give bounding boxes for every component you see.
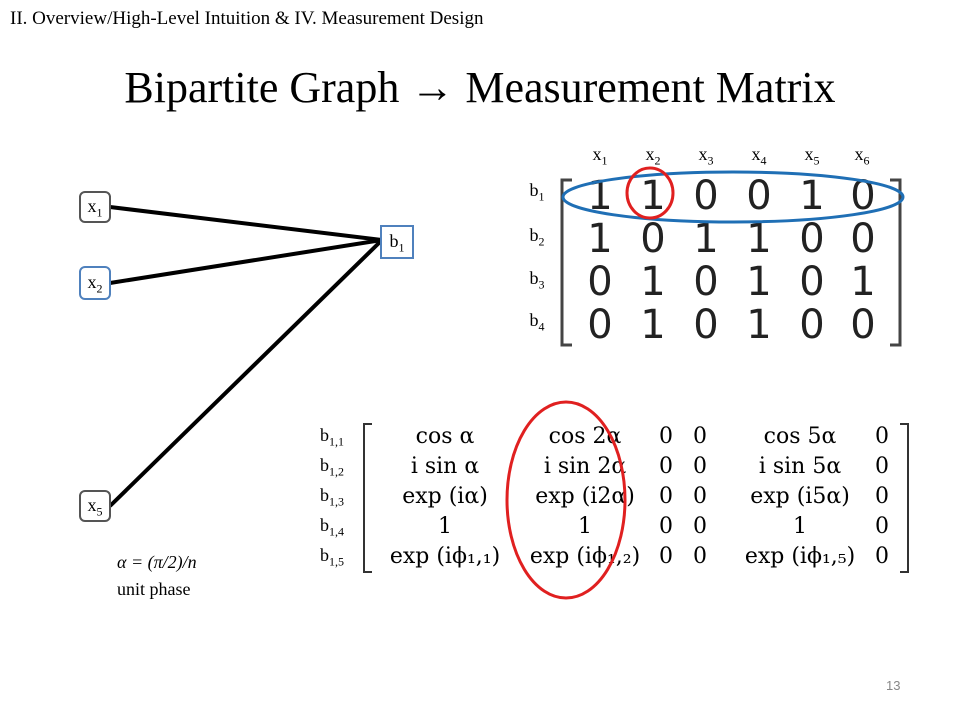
column-2-phase-highlight xyxy=(505,400,627,600)
phase-matrix-left-bracket xyxy=(363,423,372,573)
row-label-b14: b1,4 xyxy=(320,515,344,539)
binary-cell: 1 xyxy=(640,173,666,219)
phase-cell: exp (i5α) xyxy=(750,484,850,509)
phase-cell: 0 xyxy=(659,544,673,569)
phase-cell: exp (iϕ₁,₅) xyxy=(744,544,856,569)
binary-cell: 0 xyxy=(850,216,876,262)
phase-cell: i sin 2α xyxy=(543,454,627,479)
binary-cell: 0 xyxy=(799,259,825,305)
row-label-b3: b3 xyxy=(529,268,545,292)
node-x5: x5 xyxy=(79,490,111,522)
binary-matrix-right-bracket xyxy=(890,178,902,347)
phase-cell: 1 xyxy=(793,514,807,539)
phase-cell: exp (iϕ₁,₁) xyxy=(389,544,501,569)
section-heading: II. Overview/High-Level Intuition & IV. … xyxy=(10,8,484,29)
node-x2-sub: 2 xyxy=(96,281,103,296)
phase-cell: exp (iα) xyxy=(402,484,488,509)
phase-cell: exp (i2α) xyxy=(535,484,635,509)
binary-cell: 0 xyxy=(799,302,825,348)
binary-cell: 0 xyxy=(850,302,876,348)
row-label-b11: b1,1 xyxy=(320,425,344,449)
phase-cell: 1 xyxy=(578,514,592,539)
node-x1-base: x xyxy=(87,196,97,216)
binary-cell: 1 xyxy=(746,302,772,348)
phase-cell: 0 xyxy=(693,514,707,539)
phase-cell: cos 5α xyxy=(763,424,837,449)
node-x5-sub: 5 xyxy=(96,504,103,519)
phase-cell: 1 xyxy=(438,514,452,539)
phase-cell: 0 xyxy=(875,454,889,479)
row-label-b12: b1,2 xyxy=(320,455,344,479)
binary-cell: 0 xyxy=(693,173,719,219)
node-x1: x1 xyxy=(79,191,111,223)
binary-cell: 0 xyxy=(799,216,825,262)
binary-cell: 1 xyxy=(799,173,825,219)
phase-cell: i sin α xyxy=(410,454,480,479)
binary-cell: 0 xyxy=(587,259,613,305)
phase-cell: 0 xyxy=(693,544,707,569)
binary-cell: 1 xyxy=(587,216,613,262)
binary-cell: 1 xyxy=(640,302,666,348)
edge-x2-b1 xyxy=(109,238,383,285)
phase-cell: cos α xyxy=(415,424,475,449)
phase-cell: 0 xyxy=(875,484,889,509)
node-b1-base: b xyxy=(389,231,399,251)
row-label-b4: b4 xyxy=(529,310,545,334)
unit-phase-label: unit phase xyxy=(117,579,191,599)
row-label-b2: b2 xyxy=(529,225,545,249)
col-label-x6: x6 xyxy=(854,144,870,168)
alpha-definition: α = (π/2)/n xyxy=(117,552,197,572)
col-label-x5: x5 xyxy=(804,144,820,168)
phase-cell: 0 xyxy=(659,454,673,479)
binary-cell: 0 xyxy=(587,302,613,348)
node-x2: x2 xyxy=(79,266,111,300)
slide-title: Bipartite Graph → Measurement Matrix xyxy=(124,63,836,112)
node-x2-base: x xyxy=(87,272,97,292)
node-x5-base: x xyxy=(87,495,97,515)
row-label-b13: b1,3 xyxy=(320,485,344,509)
binary-cell: 0 xyxy=(746,173,772,219)
binary-matrix-left-bracket xyxy=(560,178,572,347)
phase-cell: 0 xyxy=(875,424,889,449)
binary-cell: 0 xyxy=(693,302,719,348)
phase-cell: 0 xyxy=(693,454,707,479)
phase-cell: 0 xyxy=(659,484,673,509)
row-label-b15: b1,5 xyxy=(320,545,344,569)
binary-cell: 1 xyxy=(746,259,772,305)
page-number: 13 xyxy=(886,678,901,693)
row-b1-highlight xyxy=(561,170,905,224)
node-b1-sub: 1 xyxy=(398,240,405,255)
phase-cell: cos 2α xyxy=(548,424,622,449)
binary-cell: 1 xyxy=(746,216,772,262)
phase-cell: 0 xyxy=(659,514,673,539)
col-label-x2: x2 xyxy=(645,144,661,168)
phase-cell: 0 xyxy=(875,514,889,539)
col-label-x1: x1 xyxy=(592,144,608,168)
binary-cell: 1 xyxy=(640,259,666,305)
binary-cell: 1 xyxy=(850,259,876,305)
binary-cell: 0 xyxy=(693,259,719,305)
phase-matrix-right-bracket xyxy=(900,423,909,573)
phase-cell: i sin 5α xyxy=(758,454,842,479)
node-x1-sub: 1 xyxy=(96,205,103,220)
phase-cell: 0 xyxy=(693,424,707,449)
phase-cell: 0 xyxy=(875,544,889,569)
node-b1: b1 xyxy=(380,225,414,259)
phase-cell: 0 xyxy=(659,424,673,449)
column-x2-highlight xyxy=(625,166,675,220)
binary-cell: 0 xyxy=(640,216,666,262)
edge-x5-b1 xyxy=(108,238,384,508)
col-label-x4: x4 xyxy=(751,144,767,168)
phase-cell: 0 xyxy=(693,484,707,509)
row-label-b1: b1 xyxy=(529,180,545,204)
binary-cell: 1 xyxy=(693,216,719,262)
phase-cell: exp (iϕ₁,₂) xyxy=(529,544,641,569)
col-label-x3: x3 xyxy=(698,144,714,168)
edge-x1-b1 xyxy=(109,205,383,242)
